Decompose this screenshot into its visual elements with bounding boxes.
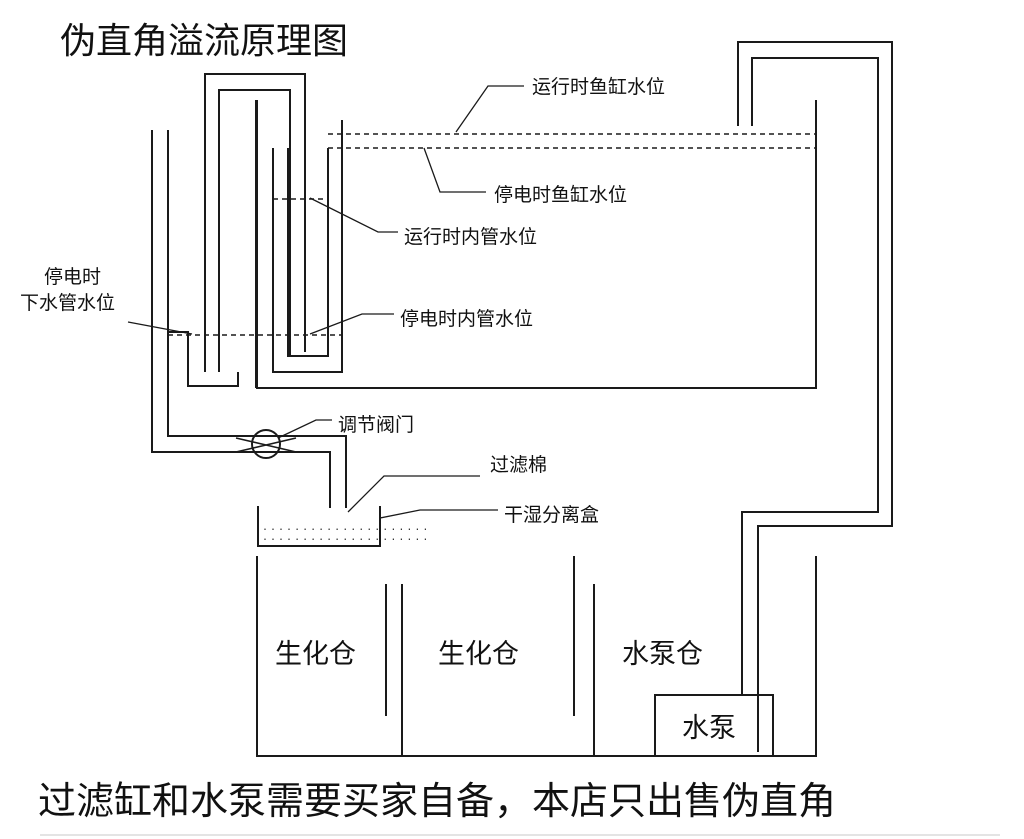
- downpipe-inner: [167, 130, 347, 508]
- svg-text:.....................: .....................: [262, 532, 430, 543]
- u-tube-outer: [204, 73, 306, 372]
- leader-wet-dry: [379, 509, 498, 519]
- leader-valve: [277, 419, 332, 439]
- leader-tank-stop: [423, 147, 486, 193]
- overflow-box-inner-wall: [272, 120, 343, 373]
- label-inner-stop-level: 停电时内管水位: [400, 308, 534, 330]
- overflow-divider: [287, 148, 329, 357]
- label-chamber-pump: 水泵仓: [622, 639, 703, 670]
- label-chamber-bio-1: 生化仓: [275, 639, 356, 670]
- diagram-title: 伪直角溢流原理图: [60, 21, 349, 62]
- label-inner-running-level: 运行时内管水位: [404, 226, 538, 248]
- label-downpipe-stop-1: 停电时: [44, 266, 102, 288]
- return-pipe: [737, 41, 893, 752]
- pump-box: [654, 694, 774, 757]
- label-filter-cotton: 过滤棉: [490, 454, 548, 476]
- downpipe: [151, 130, 331, 508]
- u-tube-inner: [218, 89, 291, 372]
- wet-dry-box-dots: .....................: [262, 522, 430, 533]
- leader-inner-running: [309, 197, 398, 233]
- label-valve: 调节阀门: [338, 414, 415, 436]
- label-pump: 水泵: [682, 713, 736, 744]
- valve-symbol: [251, 429, 281, 459]
- label-downpipe-stop-2: 下水管水位: [20, 292, 116, 314]
- label-wet-dry-box: 干湿分离盒: [504, 504, 600, 526]
- leader-filter-cotton: [347, 475, 480, 513]
- footer-note: 过滤缸和水泵需要买家自备，本店只出售伪直角: [38, 779, 837, 823]
- label-tank-running-level: 运行时鱼缸水位: [532, 76, 666, 98]
- downpipe-bend: [168, 331, 239, 387]
- return-pipe-inner: [741, 57, 879, 694]
- leader-downpipe-stop: [127, 321, 193, 335]
- label-tank-stop-level: 停电时鱼缸水位: [494, 184, 628, 206]
- leader-inner-stop: [309, 313, 394, 335]
- wet-dry-box: [257, 506, 381, 547]
- sump: [256, 556, 817, 757]
- leader-tank-running: [455, 85, 524, 133]
- label-chamber-bio-2: 生化仓: [438, 639, 519, 670]
